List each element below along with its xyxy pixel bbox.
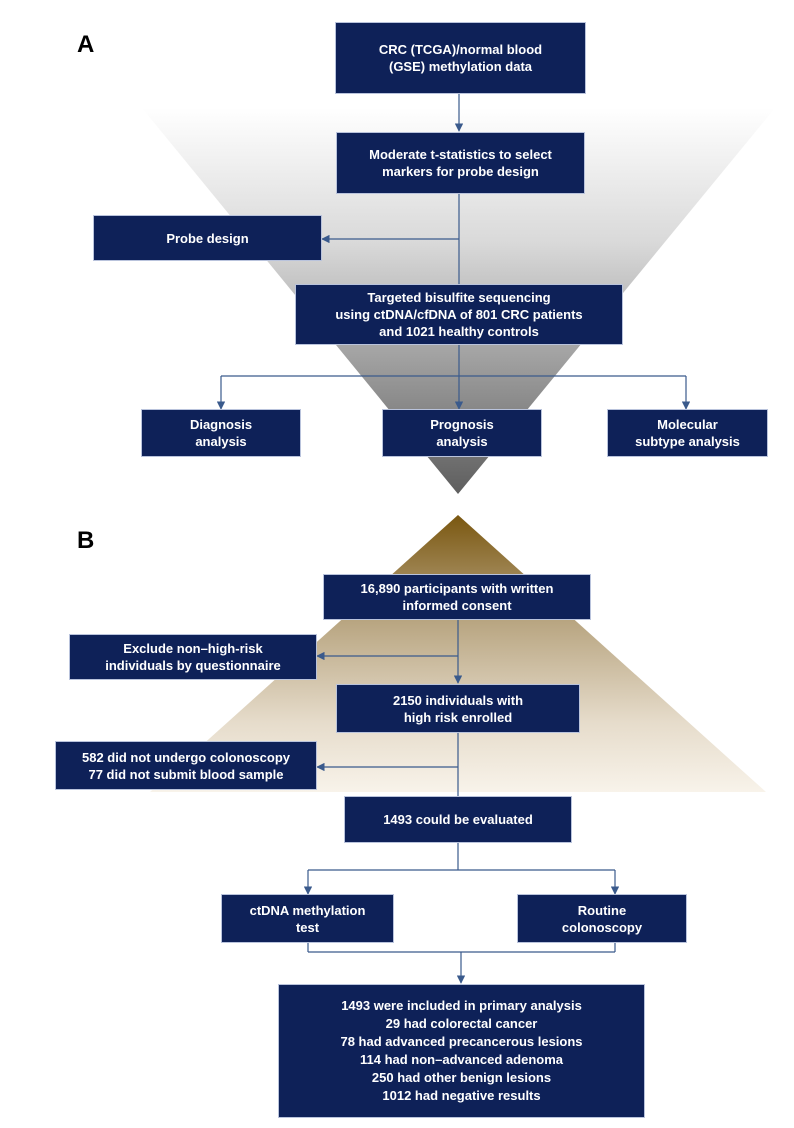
box-label: Targeted bisulfite sequencing using ctDN… [335,290,583,339]
box-label: 1493 were included in primary analysis 2… [340,998,583,1103]
box-ctdna-methylation-test: ctDNA methylation test [221,894,394,943]
box-dropouts: 582 did not undergo colonoscopy 77 did n… [55,741,317,790]
box-diagnosis-analysis: Diagnosis analysis [141,409,301,457]
box-label: 582 did not undergo colonoscopy 77 did n… [81,749,290,782]
box-label: Exclude non–high-risk individuals by que… [105,641,281,673]
box-moderate-t-statistics: Moderate t-statistics to select markers … [336,132,585,194]
box-high-risk-enrolled: 2150 individuals with high risk enrolled [336,684,580,733]
box-molecular-subtype-analysis: Molecular subtype analysis [607,409,768,457]
box-routine-colonoscopy: Routine colonoscopy [517,894,687,943]
box-participants-consent: 16,890 participants with written informe… [323,574,591,620]
box-label: Routine colonoscopy [561,902,643,935]
box-label: 2150 individuals with high risk enrolled [392,692,524,725]
box-label: Probe design [166,230,249,246]
panel-label-b: B [77,527,95,554]
box-label: CRC (TCGA)/normal blood (GSE) methylatio… [378,42,543,74]
box-could-be-evaluated: 1493 could be evaluated [344,796,572,843]
box-prognosis-analysis: Prognosis analysis [382,409,542,457]
panel-label-a: A [77,31,95,58]
box-label: ctDNA methylation test [249,902,366,935]
box-label: Prognosis analysis [430,417,494,449]
box-label: Moderate t-statistics to select markers … [369,147,552,179]
box-primary-analysis-results: 1493 were included in primary analysis 2… [278,984,645,1118]
box-label: Molecular subtype analysis [635,417,740,449]
box-label: Diagnosis analysis [189,417,253,449]
box-label: 16,890 participants with written informe… [360,581,554,613]
box-exclude-non-high-risk: Exclude non–high-risk individuals by que… [69,634,317,680]
box-probe-design: Probe design [93,215,322,261]
box-targeted-bisulfite-sequencing: Targeted bisulfite sequencing using ctDN… [295,284,623,345]
box-label: 1493 could be evaluated [383,812,533,827]
box-methylation-data-source: CRC (TCGA)/normal blood (GSE) methylatio… [335,22,586,94]
